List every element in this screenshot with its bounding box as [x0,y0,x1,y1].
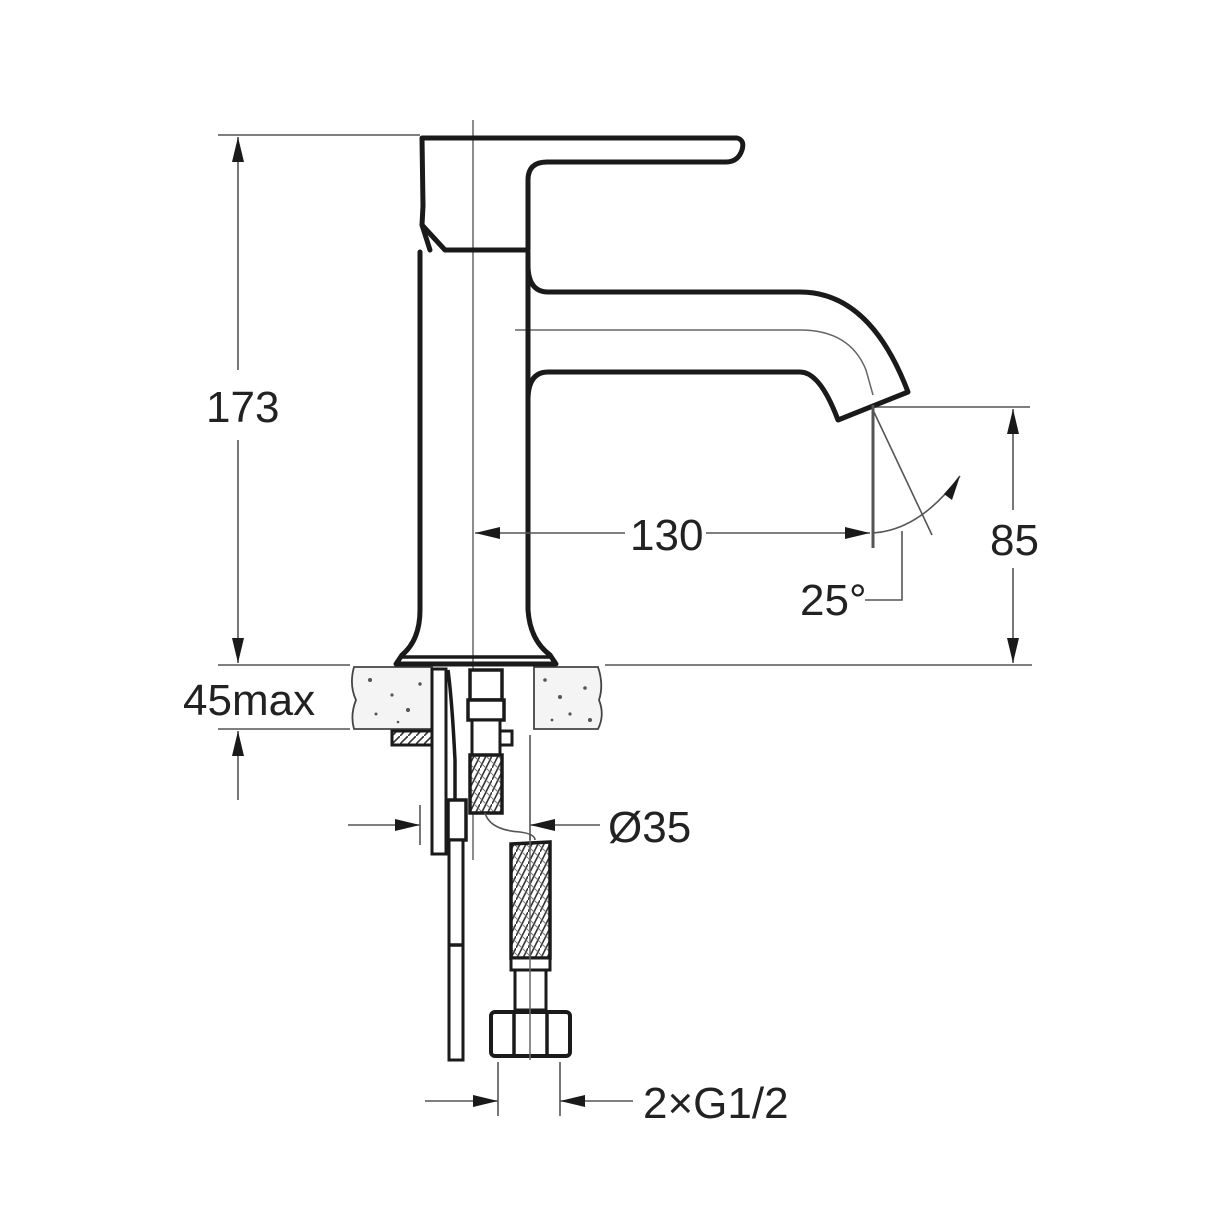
dimension-overall-height: 173 [206,137,279,663]
dimension-connection-thread: 2×G1/2 [425,1062,789,1128]
spout-height-label: 85 [990,516,1039,565]
dimension-outlet-angle: 25° [800,409,961,625]
dimension-spout-height: 85 [990,409,1039,663]
connection-thread-label: 2×G1/2 [643,1079,789,1128]
outlet-angle-label: 25° [800,576,867,625]
deck-thickness-label: 45max [183,676,315,725]
hole-diameter-label: Ø35 [608,803,691,852]
spout-reach-label: 130 [630,511,703,560]
dimension-hole-diameter: Ø35 [348,735,691,852]
overall-height-label: 173 [206,383,279,432]
dimension-spout-reach: 130 [475,405,875,560]
faucet-body [393,135,911,667]
dimension-deck-thickness: 45max [183,676,315,800]
countertop-section [351,666,603,730]
underdeck-fittings [390,667,572,1062]
